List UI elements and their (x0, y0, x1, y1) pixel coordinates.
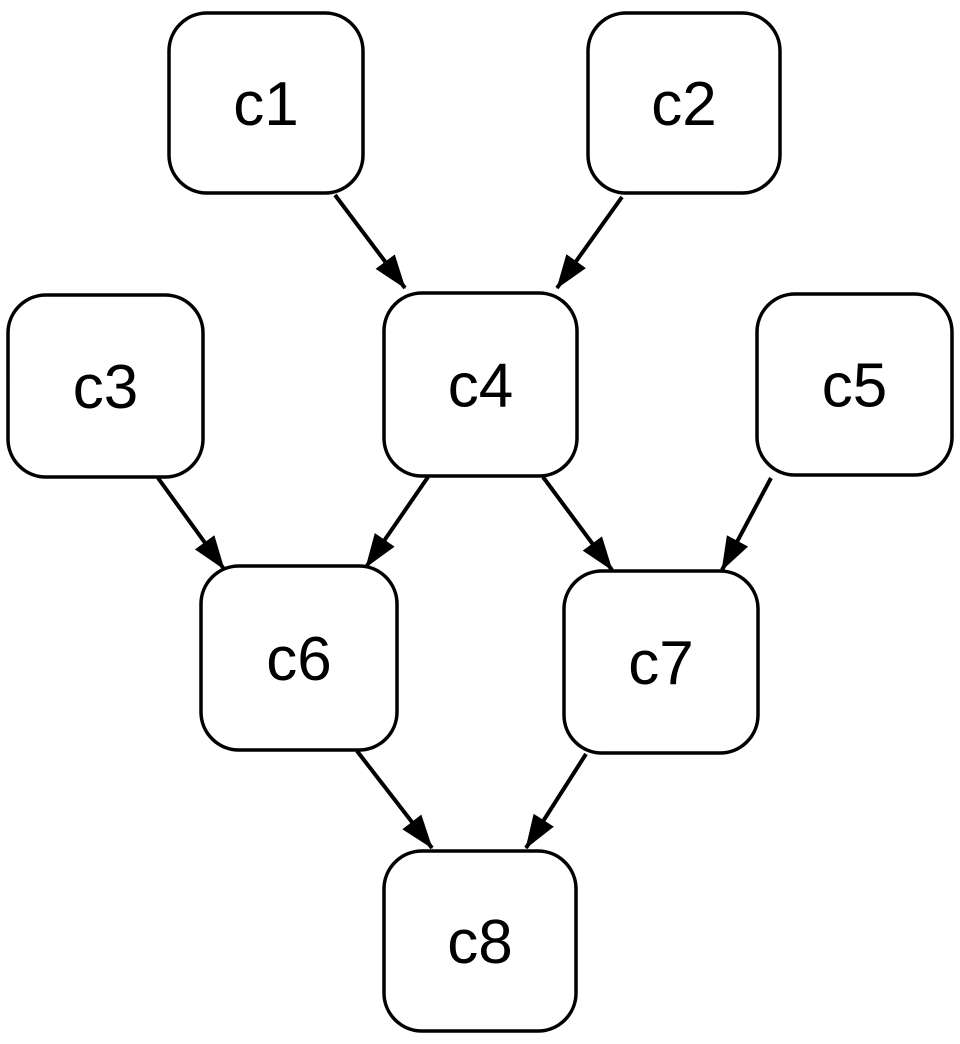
node-box (382, 849, 578, 1033)
node-label: c4 (448, 352, 513, 421)
node-label: c5 (822, 352, 887, 421)
node-label: c8 (447, 908, 512, 977)
node-c7: c7 (562, 569, 760, 755)
node-box (199, 564, 399, 752)
node-box (6, 293, 205, 479)
node-label: c3 (73, 353, 138, 422)
node-label: c1 (233, 70, 298, 139)
edge-c1-c4 (333, 193, 407, 290)
node-c6: c6 (199, 564, 399, 752)
node-box (586, 11, 782, 195)
node-c3: c3 (6, 293, 205, 479)
node-box (382, 291, 579, 478)
node-c5: c5 (755, 292, 954, 477)
edge-c7-c8 (524, 752, 588, 850)
edge-c3-c6 (156, 476, 226, 571)
node-c4: c4 (382, 291, 579, 478)
edge-c5-c7 (720, 477, 773, 571)
edge-c6-c8 (355, 749, 434, 850)
node-c1: c1 (167, 11, 365, 195)
nodes-layer: c1 c2 c3 c4 c5 c6 c7 c8 (6, 11, 954, 1033)
edge-c4-c7 (541, 475, 614, 572)
node-c8: c8 (382, 849, 578, 1033)
edge-c4-c6 (364, 475, 430, 569)
edges-layer (156, 193, 773, 850)
node-label: c6 (266, 625, 331, 694)
node-box (167, 11, 365, 195)
node-label: c7 (628, 629, 693, 698)
node-c2: c2 (586, 11, 782, 195)
node-box (755, 292, 954, 477)
node-label: c2 (651, 70, 716, 139)
node-box (562, 569, 760, 755)
edge-c2-c4 (555, 195, 624, 290)
